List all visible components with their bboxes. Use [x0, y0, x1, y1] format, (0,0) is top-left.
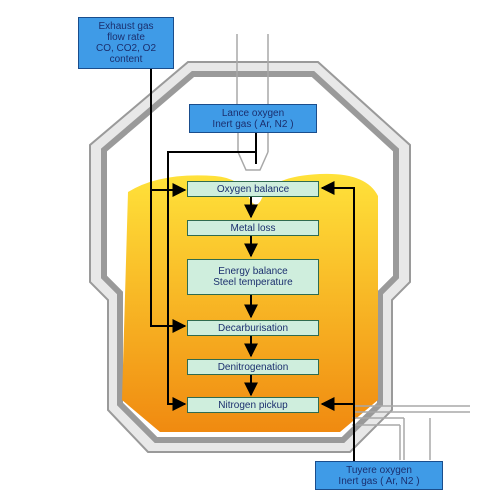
step-metal-loss: Metal loss [187, 220, 319, 236]
step-label: Nitrogen pickup [218, 399, 288, 411]
step-label: Decarburisation [217, 322, 289, 334]
flow-lines [150, 68, 355, 462]
step-label: Denitrogenation [217, 361, 289, 373]
step-label: Metal loss [230, 222, 276, 234]
lance-oxygen-label: Lance oxygen Inert gas ( Ar, N2 ) [212, 107, 294, 130]
step-label: Energy balance Steel temperature [213, 266, 293, 288]
tuyere-oxygen-label: Tuyere oxygen Inert gas ( Ar, N2 ) [338, 464, 420, 487]
step-label: Oxygen balance [216, 183, 290, 195]
tuyere-oxygen-box: Tuyere oxygen Inert gas ( Ar, N2 ) [315, 461, 443, 490]
lance-oxygen-box: Lance oxygen Inert gas ( Ar, N2 ) [189, 104, 317, 133]
tuyere-line-up [320, 181, 355, 462]
oxygen-lance [236, 34, 269, 171]
tuyere-pipes [352, 405, 470, 460]
exhaust-line-main [150, 68, 187, 333]
step-nitrogen-pickup: Nitrogen pickup [187, 397, 319, 413]
lance-line-left [167, 151, 256, 411]
exhaust-gas-box: Exhaust gas flow rate CO, CO2, O2 conten… [78, 17, 174, 69]
step-denitrogenation: Denitrogenation [187, 359, 319, 375]
step-oxygen-balance: Oxygen balance [187, 181, 319, 197]
step-decarburisation: Decarburisation [187, 320, 319, 336]
exhaust-gas-label: Exhaust gas flow rate CO, CO2, O2 conten… [95, 21, 156, 65]
step-energy-balance: Energy balance Steel temperature [187, 259, 319, 295]
